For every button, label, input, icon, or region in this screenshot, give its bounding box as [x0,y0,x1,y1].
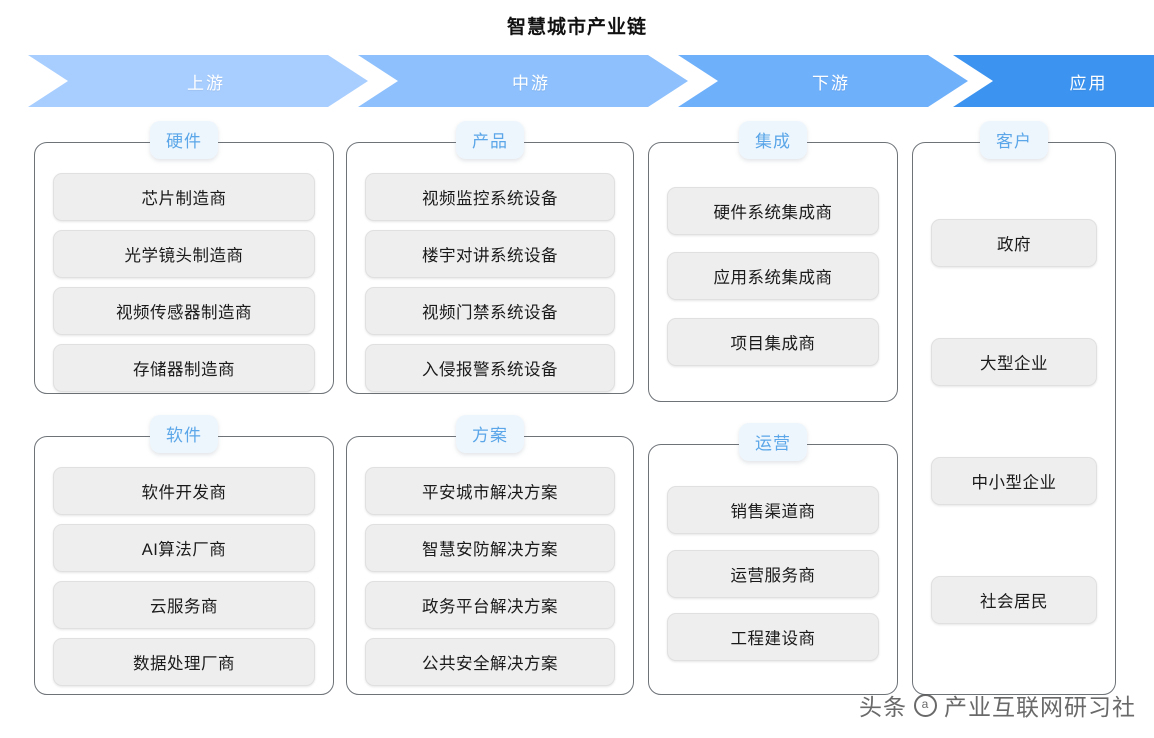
list-item[interactable]: 软件开发商 [53,467,315,515]
list-item[interactable]: 视频门禁系统设备 [365,287,615,335]
watermark-prefix: 头条 [859,694,907,720]
group-item-list: 政府 大型企业 中小型企业 社会居民 [913,143,1115,694]
stage-arrow-label: 中游 [512,73,550,93]
stage-arrow-band: 上游 中游 下游 应用 [28,55,1154,107]
watermark-name: 产业互联网研习社 [944,694,1136,720]
group-card-products[interactable]: 产品 视频监控系统设备 楼宇对讲系统设备 视频门禁系统设备 入侵报警系统设备 [346,121,634,394]
group-card-solutions[interactable]: 方案 平安城市解决方案 智慧安防解决方案 政务平台解决方案 公共安全解决方案 [346,415,634,695]
at-sign-icon: a [914,693,937,717]
group-tag: 集成 [739,121,807,159]
list-item[interactable]: 项目集成商 [667,317,879,366]
list-item[interactable]: 大型企业 [931,337,1097,386]
list-item[interactable]: 智慧安防解决方案 [365,524,615,572]
list-item[interactable]: 应用系统集成商 [667,252,879,300]
group-item-list: 硬件系统集成商 应用系统集成商 项目集成商 [649,143,897,401]
chain-column-upstream: 硬件 芯片制造商 光学镜头制造商 视频传感器制造商 存储器制造商 软件 软件开发… [34,121,334,737]
group-item-list: 芯片制造商 光学镜头制造商 视频传感器制造商 存储器制造商 [35,143,333,393]
list-item[interactable]: 社会居民 [931,576,1097,625]
list-item[interactable]: 政府 [931,218,1097,267]
list-item[interactable]: 入侵报警系统设备 [365,344,615,392]
group-item-list: 视频监控系统设备 楼宇对讲系统设备 视频门禁系统设备 入侵报警系统设备 [347,143,633,393]
group-item-list: 销售渠道商 运营服务商 工程建设商 [649,445,897,694]
watermark: 头条 a 产业互联网研习社 [859,688,1136,722]
chain-column-downstream: 集成 硬件系统集成商 应用系统集成商 项目集成商 运营 销售渠道商 运营服务商 … [648,121,898,737]
stage-arrow-label: 下游 [812,73,850,93]
list-item[interactable]: 销售渠道商 [667,486,879,535]
group-card-integration[interactable]: 集成 硬件系统集成商 应用系统集成商 项目集成商 [648,121,898,402]
list-item[interactable]: 存储器制造商 [53,344,315,392]
stage-arrow-downstream[interactable]: 下游 [678,55,968,107]
list-item[interactable]: 运营服务商 [667,549,879,598]
chain-column-midstream: 产品 视频监控系统设备 楼宇对讲系统设备 视频门禁系统设备 入侵报警系统设备 方… [346,121,634,737]
list-item[interactable]: 光学镜头制造商 [53,230,315,278]
list-item[interactable]: 公共安全解决方案 [365,638,615,686]
group-tag: 硬件 [150,121,218,159]
list-item[interactable]: 工程建设商 [667,612,879,661]
list-item[interactable]: 楼宇对讲系统设备 [365,230,615,278]
stage-arrow-upstream[interactable]: 上游 [28,55,368,107]
list-item[interactable]: 云服务商 [53,581,315,629]
group-card-operation[interactable]: 运营 销售渠道商 运营服务商 工程建设商 [648,423,898,695]
list-item[interactable]: 政务平台解决方案 [365,581,615,629]
group-item-list: 平安城市解决方案 智慧安防解决方案 政务平台解决方案 公共安全解决方案 [347,437,633,694]
list-item[interactable]: 平安城市解决方案 [365,467,615,515]
list-item[interactable]: AI算法厂商 [53,524,315,572]
list-item[interactable]: 数据处理厂商 [53,638,315,686]
chain-column-application: 客户 政府 大型企业 中小型企业 社会居民 [912,121,1116,737]
list-item[interactable]: 视频监控系统设备 [365,173,615,221]
group-tag: 运营 [739,423,807,461]
list-item[interactable]: 视频传感器制造商 [53,287,315,335]
group-card-hardware[interactable]: 硬件 芯片制造商 光学镜头制造商 视频传感器制造商 存储器制造商 [34,121,334,394]
group-tag: 产品 [456,121,524,159]
group-card-customers[interactable]: 客户 政府 大型企业 中小型企业 社会居民 [912,121,1116,695]
group-item-list: 软件开发商 AI算法厂商 云服务商 数据处理厂商 [35,437,333,694]
list-item[interactable]: 中小型企业 [931,457,1097,506]
group-card-software[interactable]: 软件 软件开发商 AI算法厂商 云服务商 数据处理厂商 [34,415,334,695]
group-tag: 软件 [150,415,218,453]
group-tag: 方案 [456,415,524,453]
stage-arrow-label: 上游 [187,73,225,93]
stage-arrow-midstream[interactable]: 中游 [358,55,688,107]
group-tag: 客户 [980,121,1048,159]
stage-arrow-label: 应用 [1069,73,1108,93]
page-title: 智慧城市产业链 [506,17,647,38]
list-item[interactable]: 硬件系统集成商 [667,186,879,235]
list-item[interactable]: 芯片制造商 [53,173,315,221]
